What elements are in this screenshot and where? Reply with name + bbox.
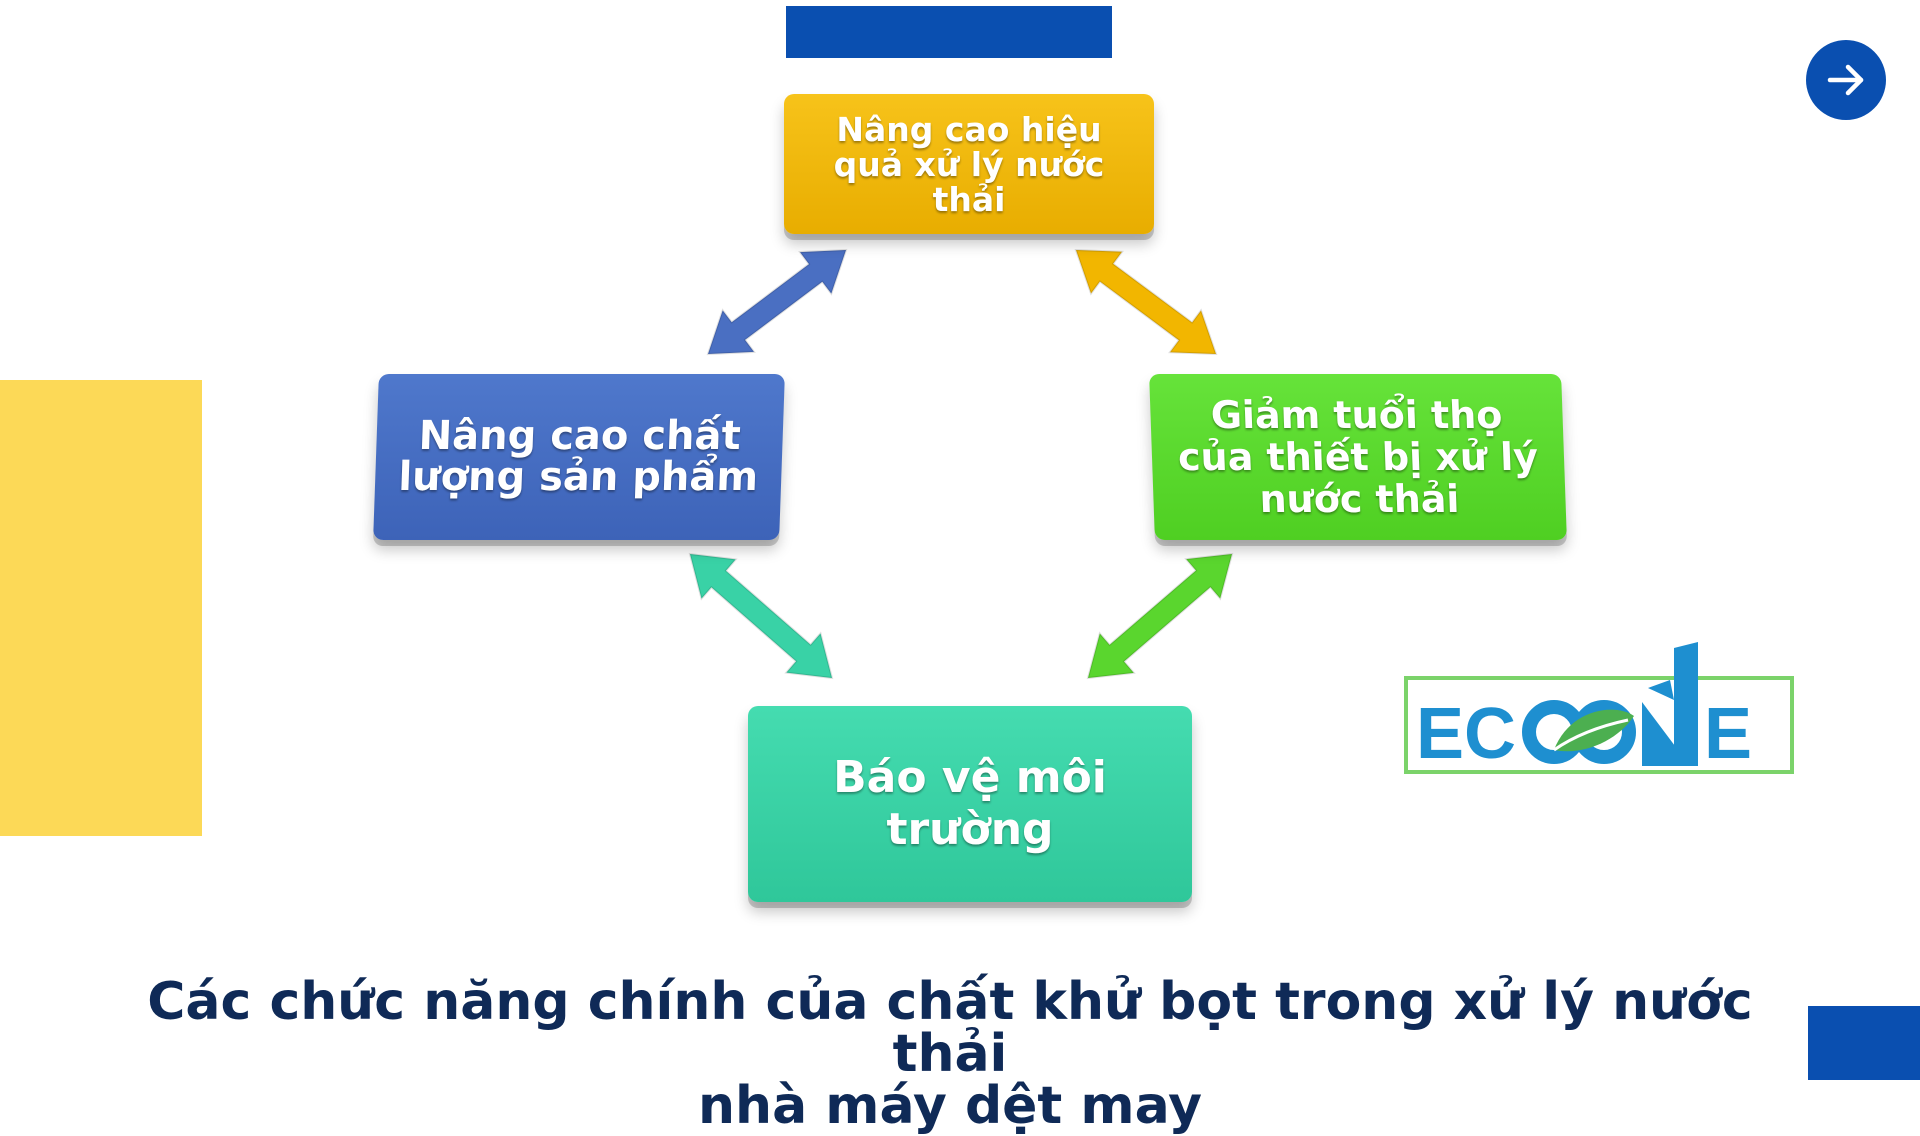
- slide-caption: Các chức năng chính của chất khử bọt tro…: [100, 976, 1800, 1132]
- ecoone-logo: EC E: [1404, 642, 1794, 774]
- next-button[interactable]: [1806, 40, 1886, 120]
- node-top-label: Nâng cao hiệu quả xử lý nước thải: [833, 109, 1105, 219]
- node-improve-treatment-efficiency: Nâng cao hiệu quả xử lý nước thải: [784, 94, 1154, 234]
- node-environment-protection: Báo vệ môi trường: [748, 706, 1192, 902]
- arrow-left-bottom: [688, 552, 834, 680]
- bottom-right-accent-block: [1808, 1006, 1920, 1080]
- top-accent-bar: [786, 6, 1112, 58]
- svg-text:E: E: [1704, 694, 1752, 774]
- node-left-label: Nâng cao chất lượng sản phẩm: [397, 413, 759, 500]
- node-right-label: Giảm tuổi thọ của thiết bị xử lý nước th…: [1177, 393, 1539, 521]
- arrow-top-right: [1074, 248, 1218, 356]
- node-equipment-lifespan: Giảm tuổi thọ của thiết bị xử lý nước th…: [1149, 374, 1567, 540]
- arrow-right-bottom: [1086, 552, 1234, 680]
- arrow-top-left: [706, 248, 848, 356]
- arrow-right-icon: [1827, 64, 1864, 96]
- node-bottom-label: Báo vệ môi trường: [833, 752, 1107, 855]
- caption-line-1: Các chức năng chính của chất khử bọt tro…: [147, 972, 1753, 1084]
- caption-line-2: nhà máy dệt may: [698, 1076, 1202, 1136]
- left-accent-block: [0, 380, 202, 836]
- node-improve-product-quality: Nâng cao chất lượng sản phẩm: [373, 374, 785, 540]
- cycle-arrows: [688, 248, 1234, 680]
- svg-text:EC: EC: [1416, 694, 1516, 774]
